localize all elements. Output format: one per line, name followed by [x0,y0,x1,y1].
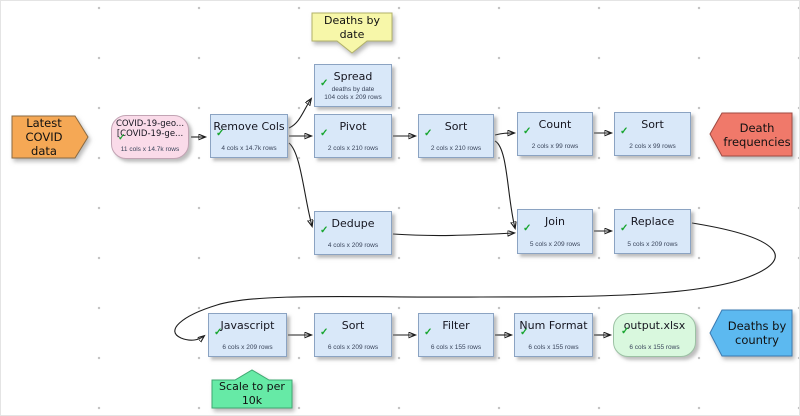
node-subtitle: 4 cols x 14.7k rows [221,145,277,152]
node-sort-2[interactable]: ✓ Sort 2 cols x 99 rows [614,112,691,156]
node-pivot[interactable]: ✓ Pivot 2 cols x 210 rows [314,114,392,158]
node-subtitle: 6 cols x 155 rows [629,344,680,351]
note-scale-to-per-10k[interactable]: Scale to per 10k [211,369,293,409]
node-source-file[interactable]: ✓ COVID-19-geo... [COVID-19-ge... 11 col… [111,115,189,159]
node-title: Num Format [519,319,588,332]
check-icon: ✓ [523,223,532,234]
node-dedupe[interactable]: ✓ Dedupe 4 cols x 209 rows [314,211,392,255]
check-icon: ✓ [320,128,329,139]
node-subtitle: 104 cols x 209 rows [324,94,382,101]
node-subtitle: 6 cols x 209 rows [222,344,273,351]
node-title: Sort [641,118,664,131]
node-count[interactable]: ✓ Count 2 cols x 99 rows [517,112,593,156]
check-icon: ✓ [320,225,329,236]
node-title: Javascript [220,319,275,332]
node-output-file[interactable]: ✓ output.xlsx 6 cols x 155 rows [613,313,696,357]
edge-sort1-count [494,133,514,135]
node-title: Join [544,215,565,228]
output-label-death-frequencies[interactable]: Death frequencies [709,112,793,157]
node-title: Filter [442,319,470,332]
node-remove-cols[interactable]: ✓ Remove Cols 4 cols x 14.7k rows [210,114,288,158]
node-title: Count [538,118,572,131]
note-up-shape [211,369,293,409]
check-icon: ✓ [216,128,225,139]
node-title: Remove Cols [213,120,285,133]
check-icon: ✓ [523,126,532,137]
node-title: Replace [630,215,675,228]
node-title: output.xlsx [623,319,686,332]
output-arrow-shape [709,112,793,157]
node-filter[interactable]: ✓ Filter 6 cols x 155 rows [418,313,494,357]
check-icon: ✓ [424,128,433,139]
output-label-text: Death frequencies [723,120,791,149]
node-subtitle: 2 cols x 99 rows [629,143,676,150]
node-title: Dedupe [331,217,375,230]
node-subtitle: 6 cols x 209 rows [327,344,379,351]
node-join[interactable]: ✓ Join 5 cols x 209 rows [517,209,593,254]
node-sort-3[interactable]: ✓ Sort 6 cols x 209 rows [314,313,392,357]
node-subtitle: 5 cols x 209 rows [627,241,678,248]
node-title: Spread [333,70,373,83]
node-subtitle: 6 cols x 155 rows [528,344,579,351]
node-subtitle: 6 cols x 155 rows [430,344,482,351]
node-javascript[interactable]: ✓ Javascript 6 cols x 209 rows [208,313,287,357]
input-arrow-shape [11,115,89,159]
edge-removecols-dedupe [288,142,312,226]
note-text: Scale to per 10k [219,379,285,407]
node-title: Sort [341,319,365,332]
node-subtitle: 4 cols x 209 rows [327,242,379,249]
note-deaths-by-date[interactable]: Deaths by date [311,12,393,54]
source-file-line1: COVID-19-geo... [115,119,185,129]
check-icon: ✓ [320,327,329,338]
node-subtitle: deaths by date [331,86,375,93]
node-sort-1[interactable]: ✓ Sort 2 cols x 210 rows [418,114,494,158]
check-icon: ✓ [424,327,433,338]
note-down-shape [311,12,393,54]
source-file-line2: [COVID-19-ge... [116,128,184,139]
node-num-format[interactable]: ✓ Num Format 6 cols x 155 rows [514,313,593,357]
input-label-text: Latest COVID data [25,116,63,158]
node-replace[interactable]: ✓ Replace 5 cols x 209 rows [614,209,691,254]
edge-removecols-spread [288,99,311,129]
node-title: Sort [444,120,468,133]
node-subtitle: 11 cols x 14.7k rows [120,146,180,153]
check-icon: ✓ [320,78,329,89]
output-label-text: Deaths by country [727,319,787,347]
check-icon: ✓ [621,326,630,337]
edge-dedupe-join [392,233,514,236]
output-label-deaths-by-country[interactable]: Deaths by country [709,309,793,357]
check-icon: ✓ [520,327,529,338]
node-spread[interactable]: ✓ Spread deaths by date 104 cols x 209 r… [314,64,392,107]
node-subtitle: 2 cols x 210 rows [430,145,482,152]
check-icon: ✓ [620,126,629,137]
check-icon: ✓ [620,223,629,234]
node-subtitle: 5 cols x 209 rows [529,241,581,248]
node-subtitle: 2 cols x 99 rows [531,143,579,150]
edge-sort1-join [494,140,515,228]
node-subtitle: 2 cols x 210 rows [327,145,379,152]
note-text: Deaths by date [324,13,380,41]
input-label-latest-covid[interactable]: Latest COVID data [11,115,89,159]
check-icon: ✓ [214,327,223,338]
check-icon: ✓ [118,132,126,142]
node-title: Pivot [339,120,367,133]
